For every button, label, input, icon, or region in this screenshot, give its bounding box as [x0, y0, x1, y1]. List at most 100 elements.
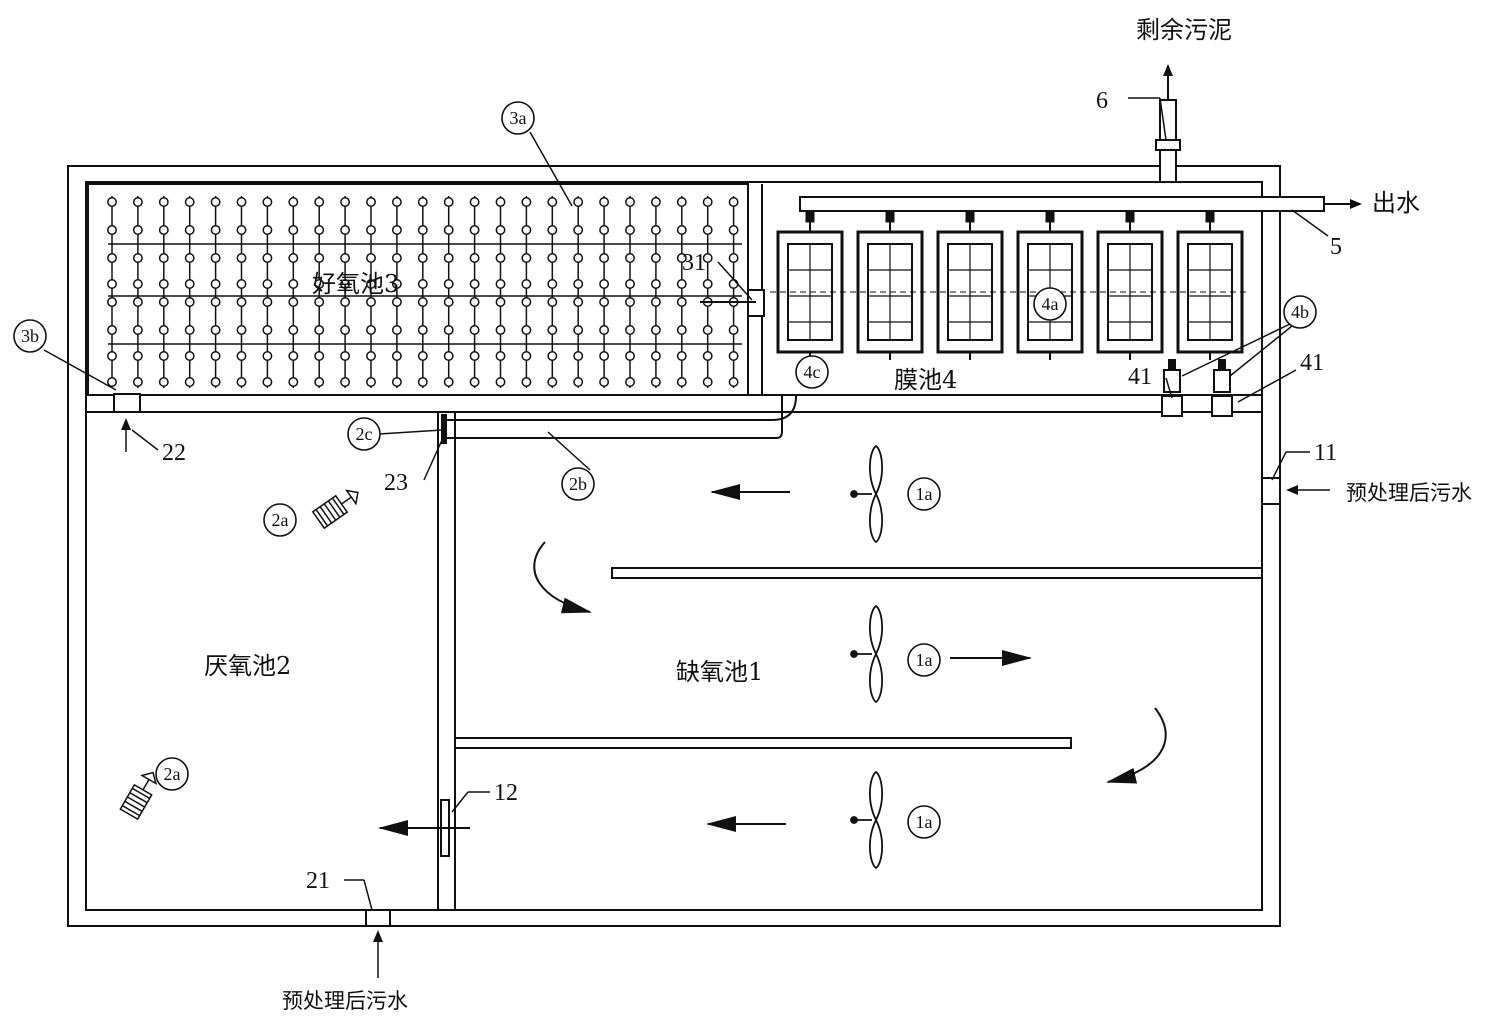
diffuser-head: [521, 225, 532, 235]
diffuser-head: [340, 279, 351, 289]
diffuser-head: [728, 351, 739, 361]
diffuser-head: [702, 279, 713, 289]
diffuser-head: [132, 297, 143, 307]
diffuser-head: [495, 297, 506, 307]
diffuser-head: [184, 279, 195, 289]
mixer-blade: [869, 444, 883, 497]
diffuser-head: [340, 225, 351, 235]
diffuser-head: [107, 253, 117, 263]
anoxic-baffles: [454, 567, 1263, 749]
diffuser-head: [625, 253, 635, 263]
pump-body: [1213, 369, 1231, 393]
pump-base: [1211, 395, 1233, 417]
diffuser-head: [495, 225, 506, 235]
diffuser-head: [132, 197, 143, 207]
mixer-hub: [850, 816, 858, 824]
diffuser-head: [417, 325, 428, 335]
diffuser-head: [443, 325, 454, 335]
diffuser-head: [391, 279, 402, 289]
diffuser-head: [391, 297, 402, 307]
diffuser-head: [340, 325, 351, 335]
number-11: 11: [1314, 440, 1337, 466]
diffuser-head: [573, 225, 584, 235]
circle-4c-text: 4c: [804, 362, 821, 382]
leader-11b: [1271, 451, 1287, 481]
diffuser-head: [599, 225, 610, 235]
diffuser-head: [676, 225, 687, 235]
mixer-blade: [869, 817, 883, 870]
diffuser-head: [521, 325, 532, 335]
agitator: [311, 489, 359, 530]
marker-leader: [1229, 325, 1293, 377]
agitator-rib: [121, 805, 141, 817]
number-31: 31: [682, 250, 706, 276]
diffuser-head: [210, 197, 221, 207]
diffuser-head: [107, 297, 117, 307]
diffuser-head: [599, 197, 610, 207]
diffuser-head: [340, 253, 351, 263]
diffuser-head: [495, 325, 506, 335]
diffuser-head: [676, 279, 687, 289]
circle-3a: 3a: [501, 101, 535, 135]
diffuser-head: [443, 351, 454, 361]
diffuser-head: [469, 297, 480, 307]
diffuser-head: [599, 279, 610, 289]
diffuser-head: [573, 197, 584, 207]
diffuser-head: [314, 225, 325, 235]
diffuser-head: [391, 225, 402, 235]
circle-3b: 3b: [13, 319, 47, 353]
circle-1a-top-text: 1a: [916, 484, 933, 504]
diffuser-head: [132, 377, 143, 387]
diffuser-head: [469, 325, 480, 335]
marker-leader: [1181, 323, 1291, 377]
diffuser-head: [391, 197, 402, 207]
diffuser-head: [728, 377, 739, 387]
mixer-blade: [869, 491, 883, 544]
diffuser-head: [262, 377, 273, 387]
diffuser-head: [443, 225, 454, 235]
diffuser-head: [132, 279, 143, 289]
pump-head: [1168, 359, 1176, 371]
diffuser-head: [184, 351, 195, 361]
diffuser-head: [288, 351, 299, 361]
diffuser-head: [391, 325, 402, 335]
agitator-rib: [327, 500, 341, 518]
marker-leader: [43, 349, 117, 391]
diffuser-head: [288, 279, 299, 289]
excess-sludge-label: 剩余污泥: [1136, 16, 1232, 44]
anoxic-tank-label: 缺氧池1: [676, 658, 763, 686]
diffuser-head: [495, 279, 506, 289]
agitator-rib: [319, 506, 333, 524]
diffuser-head: [366, 197, 376, 207]
effluent-pipe: [799, 196, 1362, 212]
agitator: [119, 771, 158, 821]
excess-sludge-pipe: [1155, 64, 1181, 183]
aerobic-diffuser-grid: [107, 196, 742, 388]
membrane-tank-label: 膜池4: [894, 366, 957, 394]
diffuser-head: [417, 297, 428, 307]
diffuser-head: [340, 351, 351, 361]
diffuser-head: [599, 253, 610, 263]
diffuser-head: [366, 253, 376, 263]
circle-2a-bottom: 2a: [155, 757, 189, 791]
diffuser-head: [469, 351, 480, 361]
diffuser-head: [573, 253, 584, 263]
circle-2b: 2b: [561, 467, 595, 501]
diffuser-head: [236, 279, 247, 289]
diffuser-head: [728, 325, 739, 335]
leader-22: [131, 429, 159, 451]
diffuser-head: [547, 197, 558, 207]
diffuser-head: [158, 253, 169, 263]
diffuser-head: [495, 351, 506, 361]
leader-6b: [1159, 97, 1167, 141]
diffuser-head: [495, 377, 506, 387]
diffuser-head: [676, 297, 687, 307]
aerobic-tank-label: 好氧池3: [312, 270, 399, 298]
diffuser-head: [676, 351, 687, 361]
mixer-blade: [869, 651, 883, 704]
diffuser-head: [547, 279, 558, 289]
diffuser-head: [728, 253, 739, 263]
diffuser-head: [469, 197, 480, 207]
number-23: 23: [384, 470, 408, 496]
diffuser-head: [573, 325, 584, 335]
